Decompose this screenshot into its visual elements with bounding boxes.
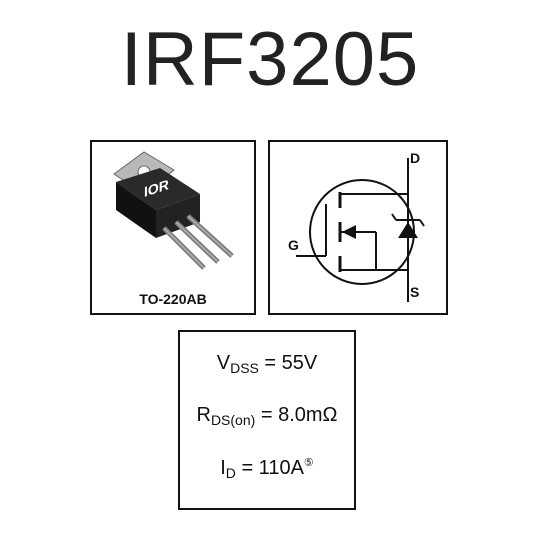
drain-label: D xyxy=(410,150,421,166)
gate-label: G xyxy=(288,237,299,253)
to220-package-icon xyxy=(113,151,234,270)
package-label: TO-220AB xyxy=(139,291,207,307)
specs-panel: VDSS = 55V RDS(on) = 8.0mΩ ID = 110A⑤ xyxy=(178,330,356,510)
spec-id: ID = 110A⑤ xyxy=(220,457,314,481)
page-title: IRF3205 xyxy=(120,17,420,102)
mosfet-symbol-panel: D G S xyxy=(268,140,448,315)
source-label: S xyxy=(410,284,420,300)
spec-vdss: VDSS = 55V xyxy=(216,352,318,376)
package-panel: IOR TO-220AB xyxy=(90,140,256,315)
n-channel-mosfet-symbol-icon xyxy=(296,158,425,302)
spec-rdson: RDS(on) = 8.0mΩ xyxy=(196,404,338,428)
